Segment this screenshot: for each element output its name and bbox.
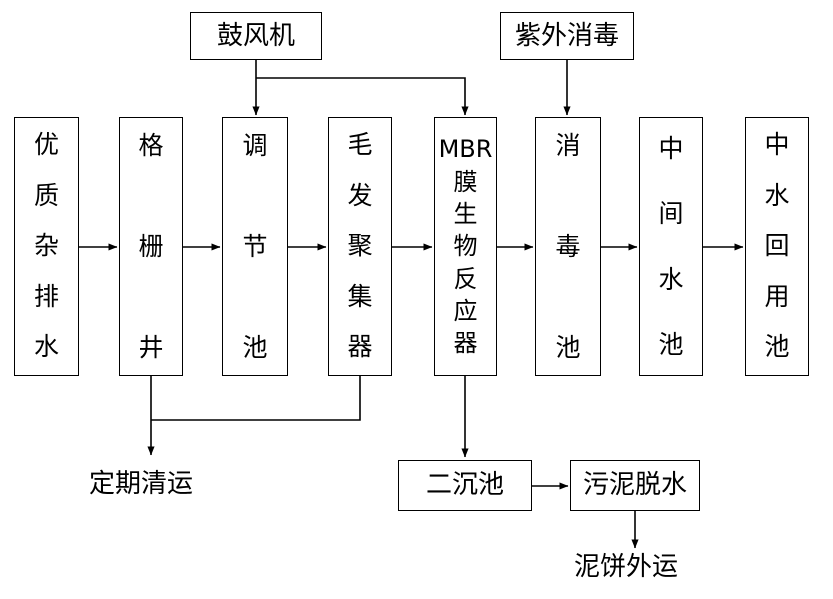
node-mid-tank-label: 中 间 水 池	[658, 133, 684, 360]
node-reuse-tank[interactable]: 中 水 回 用 池	[745, 117, 809, 376]
node-equal-tank[interactable]: 调 节 池	[222, 117, 288, 376]
node-blower-label: 鼓风机	[216, 20, 295, 51]
node-raw-water-label: 优 质 杂 排 水	[33, 130, 59, 362]
node-sludge-dewater-label: 污泥脱水	[582, 470, 687, 501]
node-blower[interactable]: 鼓风机	[190, 12, 322, 60]
node-equal-tank-label: 调 节 池	[242, 130, 268, 363]
node-secondary-clarifier[interactable]: 二沉池	[398, 460, 532, 511]
node-uv-disinfect-label: 紫外消毒	[514, 20, 619, 51]
connector-blower-to-mbr	[256, 77, 469, 116]
node-disinfect-tank[interactable]: 消 毒 池	[535, 117, 601, 376]
node-secondary-clarifier-label: 二沉池	[425, 470, 504, 501]
node-disinfect-tank-label: 消 毒 池	[555, 130, 581, 363]
node-raw-water[interactable]: 优 质 杂 排 水	[14, 117, 79, 376]
node-sludge-dewater[interactable]: 污泥脱水	[570, 460, 700, 511]
label-cake-haul: 泥饼外运	[574, 552, 679, 582]
node-grit-well-label: 格 栅 井	[138, 130, 164, 363]
node-mbr-label: MBR 膜 生 物 反 应 器	[438, 135, 493, 358]
node-grit-well[interactable]: 格 栅 井	[119, 117, 183, 376]
label-periodic-haul: 定期清运	[89, 469, 194, 499]
node-reuse-tank-label: 中 水 回 用 池	[764, 130, 790, 362]
node-uv-disinfect[interactable]: 紫外消毒	[500, 12, 634, 60]
node-hair-collector[interactable]: 毛 发 聚 集 器	[328, 117, 392, 376]
node-mid-tank[interactable]: 中 间 水 池	[639, 117, 703, 376]
node-mbr[interactable]: MBR 膜 生 物 反 应 器	[434, 117, 497, 376]
node-hair-collector-label: 毛 发 聚 集 器	[347, 130, 373, 362]
